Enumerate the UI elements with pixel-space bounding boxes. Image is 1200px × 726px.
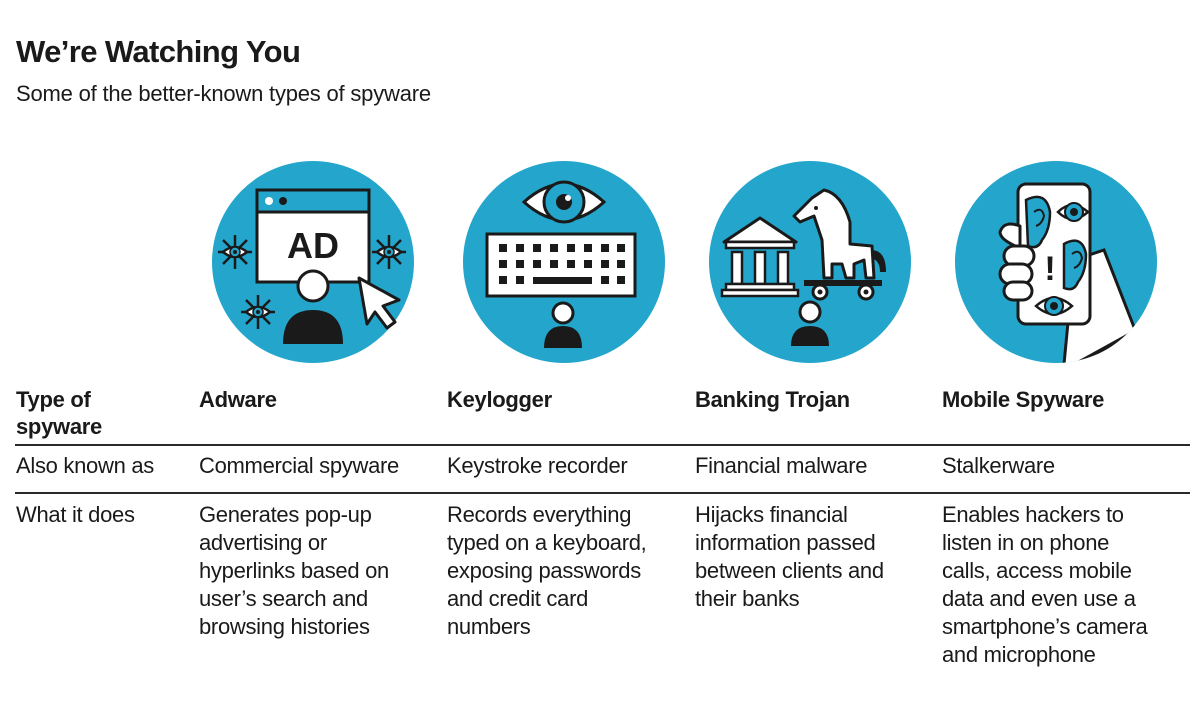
cell-does-mobile-spyware: Enables hackers to listen in on phone ca… [942, 502, 1148, 667]
keylogger-eye-keyboard-icon [462, 160, 666, 364]
page-title: We’re Watching You [16, 34, 301, 69]
cell-does-adware: Generates pop-up advertising or hyperlin… [199, 502, 389, 639]
column-header-keylogger: Keylogger [447, 387, 552, 412]
column-header-adware: Adware [199, 387, 277, 412]
cell-does-banking-trojan: Hijacks financial information passed bet… [695, 502, 884, 611]
column-header-mobile-spyware: Mobile Spyware [942, 387, 1105, 412]
column-header-banking-trojan: Banking Trojan [695, 387, 850, 412]
svg-text:!: ! [1044, 250, 1055, 288]
cell-aka-mobile-spyware: Stalkerware [942, 453, 1055, 478]
adware-ad-window-icon: AD [211, 160, 415, 364]
cell-aka-adware: Commercial spyware [199, 453, 399, 478]
svg-text:AD: AD [287, 225, 339, 266]
row-label-type: Type of spyware [16, 387, 102, 439]
banking-trojan-bank-horse-icon [708, 160, 912, 364]
mobile-spyware-phone-icon: ! [954, 160, 1158, 364]
cell-does-keylogger: Records everything typed on a keyboard, … [447, 502, 647, 639]
divider [15, 492, 1190, 494]
row-label-does: What it does [16, 502, 135, 527]
divider [15, 444, 1190, 446]
page-subtitle: Some of the better-known types of spywar… [16, 81, 431, 106]
cell-aka-banking-trojan: Financial malware [695, 453, 868, 478]
cell-aka-keylogger: Keystroke recorder [447, 453, 628, 478]
row-label-aka: Also known as [16, 453, 154, 478]
